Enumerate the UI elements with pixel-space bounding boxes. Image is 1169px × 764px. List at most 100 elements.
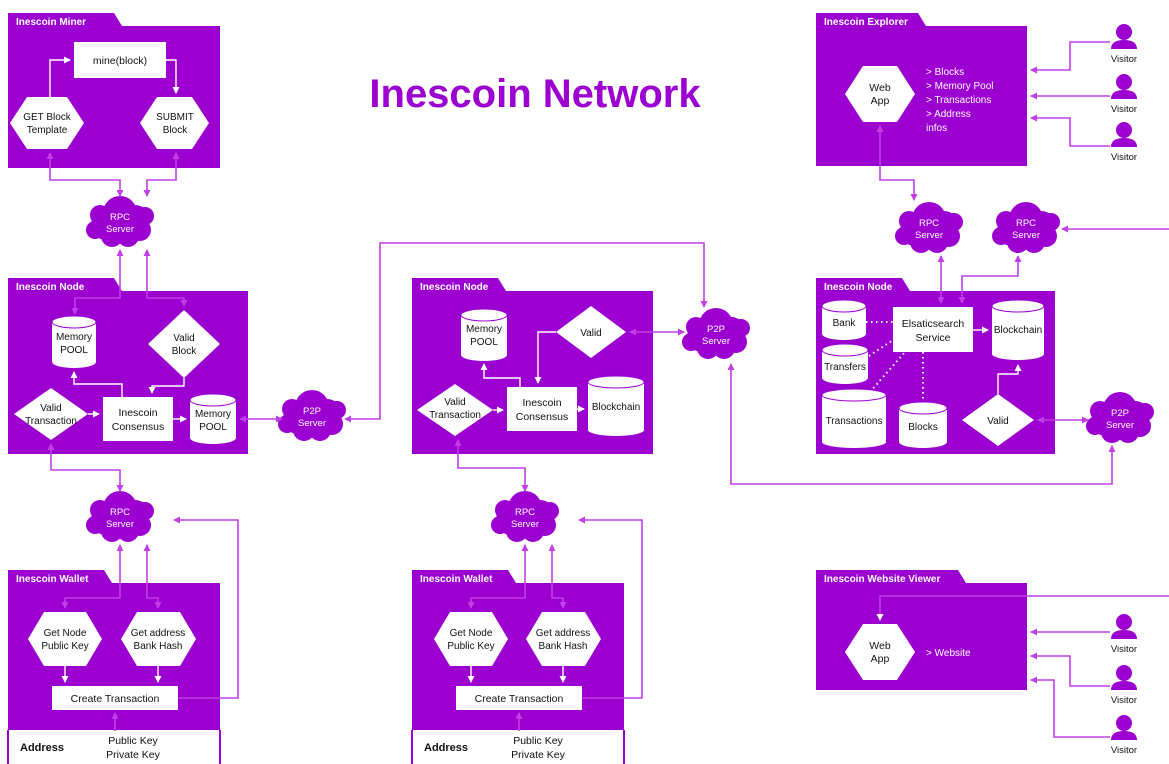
visitor-label: Visitor [1111, 152, 1137, 163]
explorer-web-app-line1: Web [869, 82, 891, 94]
valid-mid-label: Valid [580, 328, 602, 339]
website-web-app-node [845, 624, 915, 680]
wallet-left-public-key: Public Key [108, 735, 158, 747]
node-left-tab-label: Inescoin Node [16, 282, 85, 293]
get-node-left-line1: Get Node [44, 628, 87, 639]
mine-block-node [74, 42, 166, 78]
blocks-label: Blocks [908, 422, 937, 433]
create-transaction-mid-label: Create Transaction [475, 693, 564, 705]
wallet-left-panel: Inescoin Wallet Get Node Public Key Get … [7, 570, 221, 764]
page-title: Inescoin Network [369, 72, 701, 116]
visitor-explorer-2: Visitor [1111, 74, 1137, 115]
valid-tx-mid-line2: Transaction [429, 410, 481, 421]
elastic-line1: Elsaticsearch [902, 318, 965, 330]
rpc-server-wallet-mid: RPC Server [491, 491, 559, 542]
get-address-bank-hash-left [121, 612, 196, 666]
valid-tx-left-line1: Valid [40, 403, 62, 414]
visitor-label: Visitor [1111, 695, 1137, 706]
consensus-mid-line2: Consensus [516, 411, 569, 423]
p2p-right-line1: P2P [1111, 408, 1129, 419]
valid-tx-left-line2: Transaction [25, 416, 77, 427]
rpc-server-miner: RPC Server [86, 196, 154, 247]
valid-right-label: Valid [987, 416, 1009, 427]
create-transaction-left-label: Create Transaction [71, 693, 160, 705]
consensus-left-line1: Inescoin [118, 407, 157, 419]
memory-pool-b-line1: Memory [195, 409, 231, 420]
consensus-node-left [103, 397, 173, 441]
node-mid-tab-label: Inescoin Node [420, 282, 489, 293]
rpc-wallet-mid-line1: RPC [515, 507, 535, 518]
explorer-web-app-line2: App [871, 95, 890, 107]
website-web-app-line2: App [871, 653, 890, 665]
explorer-web-app-node [845, 66, 915, 122]
explorer-item-5: infos [926, 123, 947, 134]
p2p-left-line2: Server [298, 418, 326, 429]
visitor-label: Visitor [1111, 54, 1137, 65]
wallet-mid-panel: Inescoin Wallet Get Node Public Key Get … [411, 570, 625, 764]
wallet-mid-tab-label: Inescoin Wallet [420, 574, 493, 585]
memory-pool-mid-line2: POOL [470, 337, 498, 348]
miner-tab-label: Inescoin Miner [16, 17, 86, 28]
wallet-mid-address-label: Address [424, 742, 468, 754]
p2p-right-line2: Server [1106, 420, 1134, 431]
memory-pool-mid-db [460, 308, 508, 361]
connectors [46, 41, 1169, 738]
visitor-website-2: Visitor [1111, 665, 1137, 706]
visitor-website-3: Visitor [1111, 715, 1137, 756]
memory-pool-b-line2: POOL [199, 422, 227, 433]
get-template-line2: Template [27, 125, 68, 136]
get-address-left-line2: Bank Hash [134, 641, 183, 652]
get-node-public-key-mid [434, 612, 508, 666]
valid-block-diamond [148, 310, 220, 378]
get-address-mid-line1: Get address [536, 628, 590, 639]
wallet-left-tab-label: Inescoin Wallet [16, 574, 89, 585]
get-node-public-key-left [28, 612, 102, 666]
blockchain-right-label: Blockchain [994, 325, 1042, 336]
consensus-mid-line1: Inescoin [522, 397, 561, 409]
node-right-tab-label: Inescoin Node [824, 282, 893, 293]
valid-block-line1: Valid [173, 333, 195, 344]
p2p-mid-line1: P2P [707, 324, 725, 335]
p2p-server-left: P2P Server [278, 390, 346, 441]
get-node-mid-line2: Public Key [447, 641, 494, 652]
submit-line2: Block [163, 125, 188, 136]
elasticsearch-service-node [893, 307, 973, 352]
rpc-wallet-mid-line2: Server [511, 519, 539, 530]
rpc-server-external: RPC Server [992, 202, 1060, 253]
visitor-explorer-1: Visitor [1111, 24, 1137, 65]
bank-label: Bank [833, 318, 857, 329]
node-left-panel: Inescoin Node Memory POOL Valid Block Va… [8, 278, 248, 454]
website-web-app-line1: Web [869, 640, 891, 652]
consensus-left-line2: Consensus [112, 421, 165, 433]
bank-db [821, 299, 867, 340]
memory-pool-a-line1: Memory [56, 332, 92, 343]
node-right-panel: Inescoin Node Bank Elsaticsearch Service… [816, 278, 1055, 454]
wallet-left-private-key: Private Key [106, 749, 160, 761]
visitor-explorer-3: Visitor [1111, 122, 1137, 163]
website-tab-label: Inescoin Website Viewer [824, 574, 940, 585]
rpc-server-explorer: RPC Server [895, 202, 963, 253]
p2p-server-right: P2P Server [1086, 392, 1154, 443]
get-block-template-node [10, 97, 84, 149]
visitor-website-1: Visitor [1111, 614, 1137, 655]
valid-transaction-diamond-left [14, 388, 88, 440]
p2p-left-line1: P2P [303, 406, 321, 417]
explorer-item-4: > Address [926, 109, 971, 120]
rpc-explorer-line2: Server [915, 230, 943, 241]
elastic-line2: Service [915, 332, 950, 344]
rpc-server-wallet-left: RPC Server [86, 491, 154, 542]
visitor-label: Visitor [1111, 745, 1137, 756]
valid-block-line2: Block [172, 346, 197, 357]
submit-line1: SUBMIT [156, 112, 194, 123]
create-transaction-mid [456, 686, 582, 710]
blockchain-mid-label: Blockchain [592, 402, 640, 413]
explorer-item-1: > Blocks [926, 67, 964, 78]
rpc-miner-line2: Server [106, 224, 134, 235]
wallet-mid-private-key: Private Key [511, 749, 565, 761]
transactions-label: Transactions [826, 416, 883, 427]
valid-tx-mid-line1: Valid [444, 397, 466, 408]
rpc-wallet-left-line1: RPC [110, 507, 130, 518]
p2p-mid-line2: Server [702, 336, 730, 347]
visitor-label: Visitor [1111, 644, 1137, 655]
